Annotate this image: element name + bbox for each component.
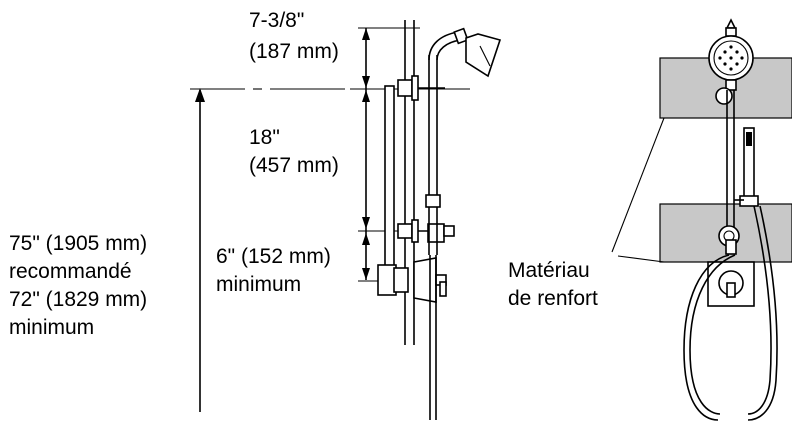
top-dimension-mm: (187 mm): [249, 40, 339, 63]
callout-leaders: [611, 117, 665, 263]
middle-dimension-inches: 18": [249, 126, 280, 149]
riser-pipe: [425, 31, 462, 255]
top-dimension-inches: 7-3/8": [249, 9, 305, 32]
middle-dimension-mm: (457 mm): [249, 154, 339, 177]
wall-section: [404, 20, 415, 345]
height-minimum-label: minimum: [9, 316, 95, 339]
height-minimum-value: 72" (1829 mm): [9, 288, 148, 311]
upper-bracket: [397, 75, 445, 101]
hose: [429, 255, 437, 420]
front-shower-column: [683, 18, 778, 421]
lower-dimension-minimum: minimum: [216, 273, 302, 296]
slide-bar: [377, 85, 409, 296]
reinforcement-callout-line1: Matériau: [508, 259, 590, 282]
lower-dimension-value: 6" (152 mm): [216, 245, 331, 268]
height-recommended-label: recommandé: [9, 260, 132, 283]
vertical-dimension-chain: [358, 27, 420, 282]
lower-bracket: [397, 219, 455, 243]
reinforcement-callout-line2: de renfort: [508, 287, 598, 310]
height-recommended-value: 75" (1905 mm): [9, 232, 148, 255]
shower-head: [453, 27, 502, 78]
